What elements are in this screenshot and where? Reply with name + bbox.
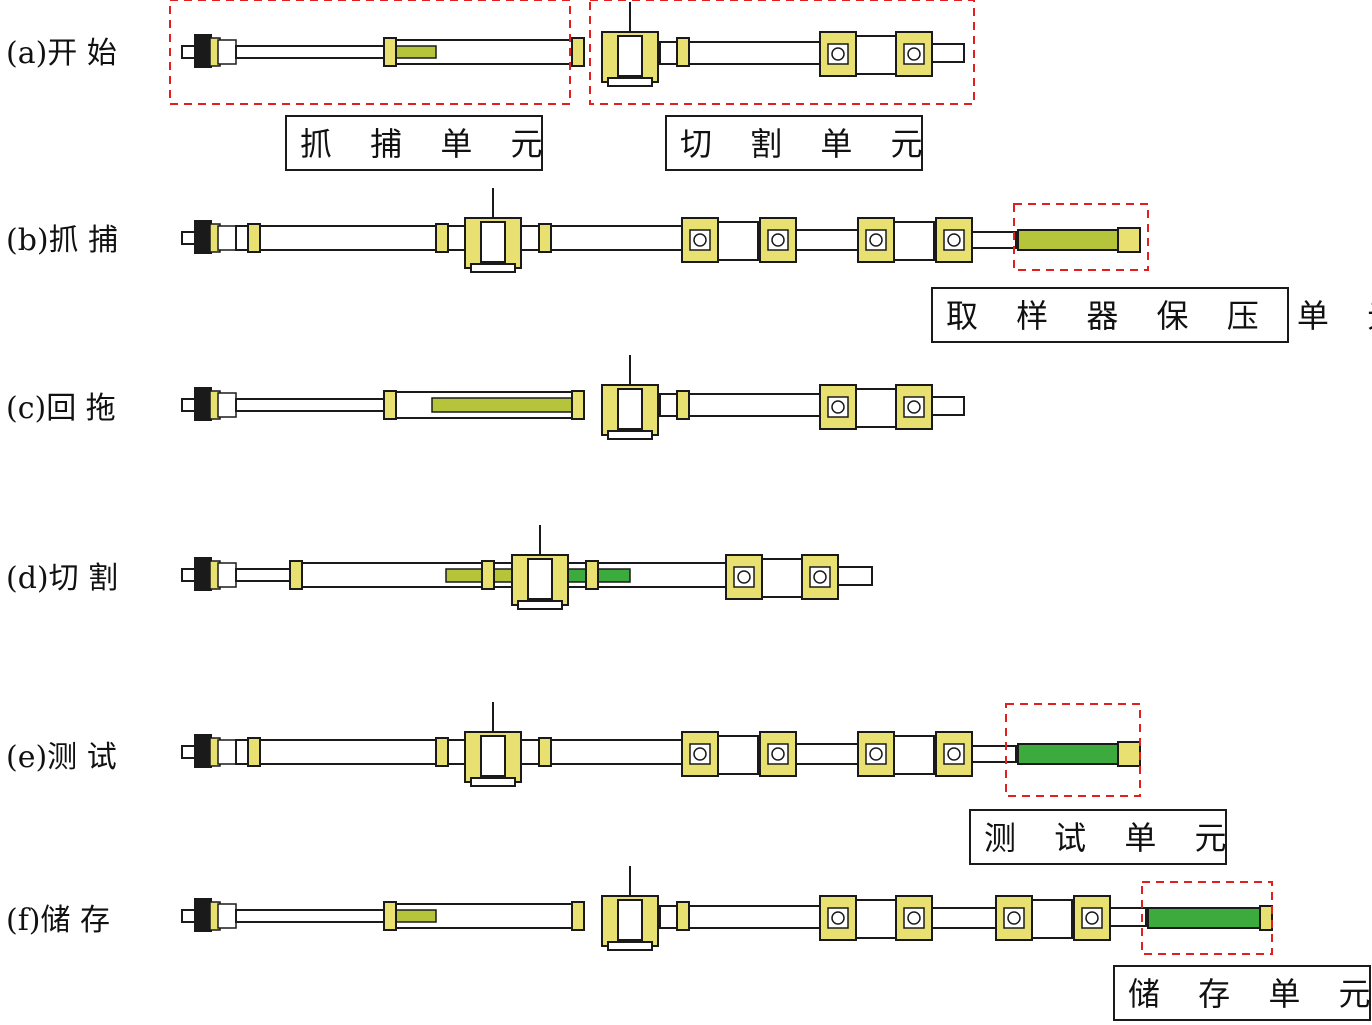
storage-unit-label: 储 存 单 元 — [1128, 975, 1372, 1013]
stage-label-b: (b)抓 捕 — [6, 223, 118, 258]
assembly-row-b — [181, 187, 1141, 273]
storage-unit-box — [1113, 965, 1371, 1021]
stage-label-f: (f)储 存 — [6, 903, 110, 938]
storage-unit-frame — [1141, 881, 1273, 955]
stage-label-a: (a)开 始 — [6, 36, 117, 71]
cutting-unit-label: 切 割 单 元 — [680, 125, 937, 163]
capture-unit-label: 抓 捕 单 元 — [300, 125, 557, 163]
assembly-row-c — [181, 354, 965, 440]
assembly-row-f — [181, 865, 1273, 951]
testing-unit-box — [969, 809, 1227, 865]
cutting-unit-box — [665, 115, 923, 171]
capture-unit-box — [285, 115, 543, 171]
sampler-unit-box — [931, 287, 1289, 343]
capture-unit-frame — [169, 0, 571, 105]
testing-unit-label: 测 试 单 元 — [984, 819, 1241, 857]
stage-label-c: (c)回 拖 — [6, 391, 116, 426]
assembly-row-d — [181, 524, 873, 610]
assembly-row-a — [181, 1, 965, 87]
stage-label-e: (e)测 试 — [6, 740, 117, 775]
cutting-unit-frame — [589, 0, 975, 105]
sampler-unit-label: 取 样 器 保 压 单 元 — [946, 297, 1372, 335]
sampler-unit-frame — [1013, 203, 1149, 271]
assembly-row-e — [181, 701, 1141, 787]
stage-label-d: (d)切 割 — [6, 561, 118, 596]
testing-unit-frame — [1005, 703, 1141, 797]
